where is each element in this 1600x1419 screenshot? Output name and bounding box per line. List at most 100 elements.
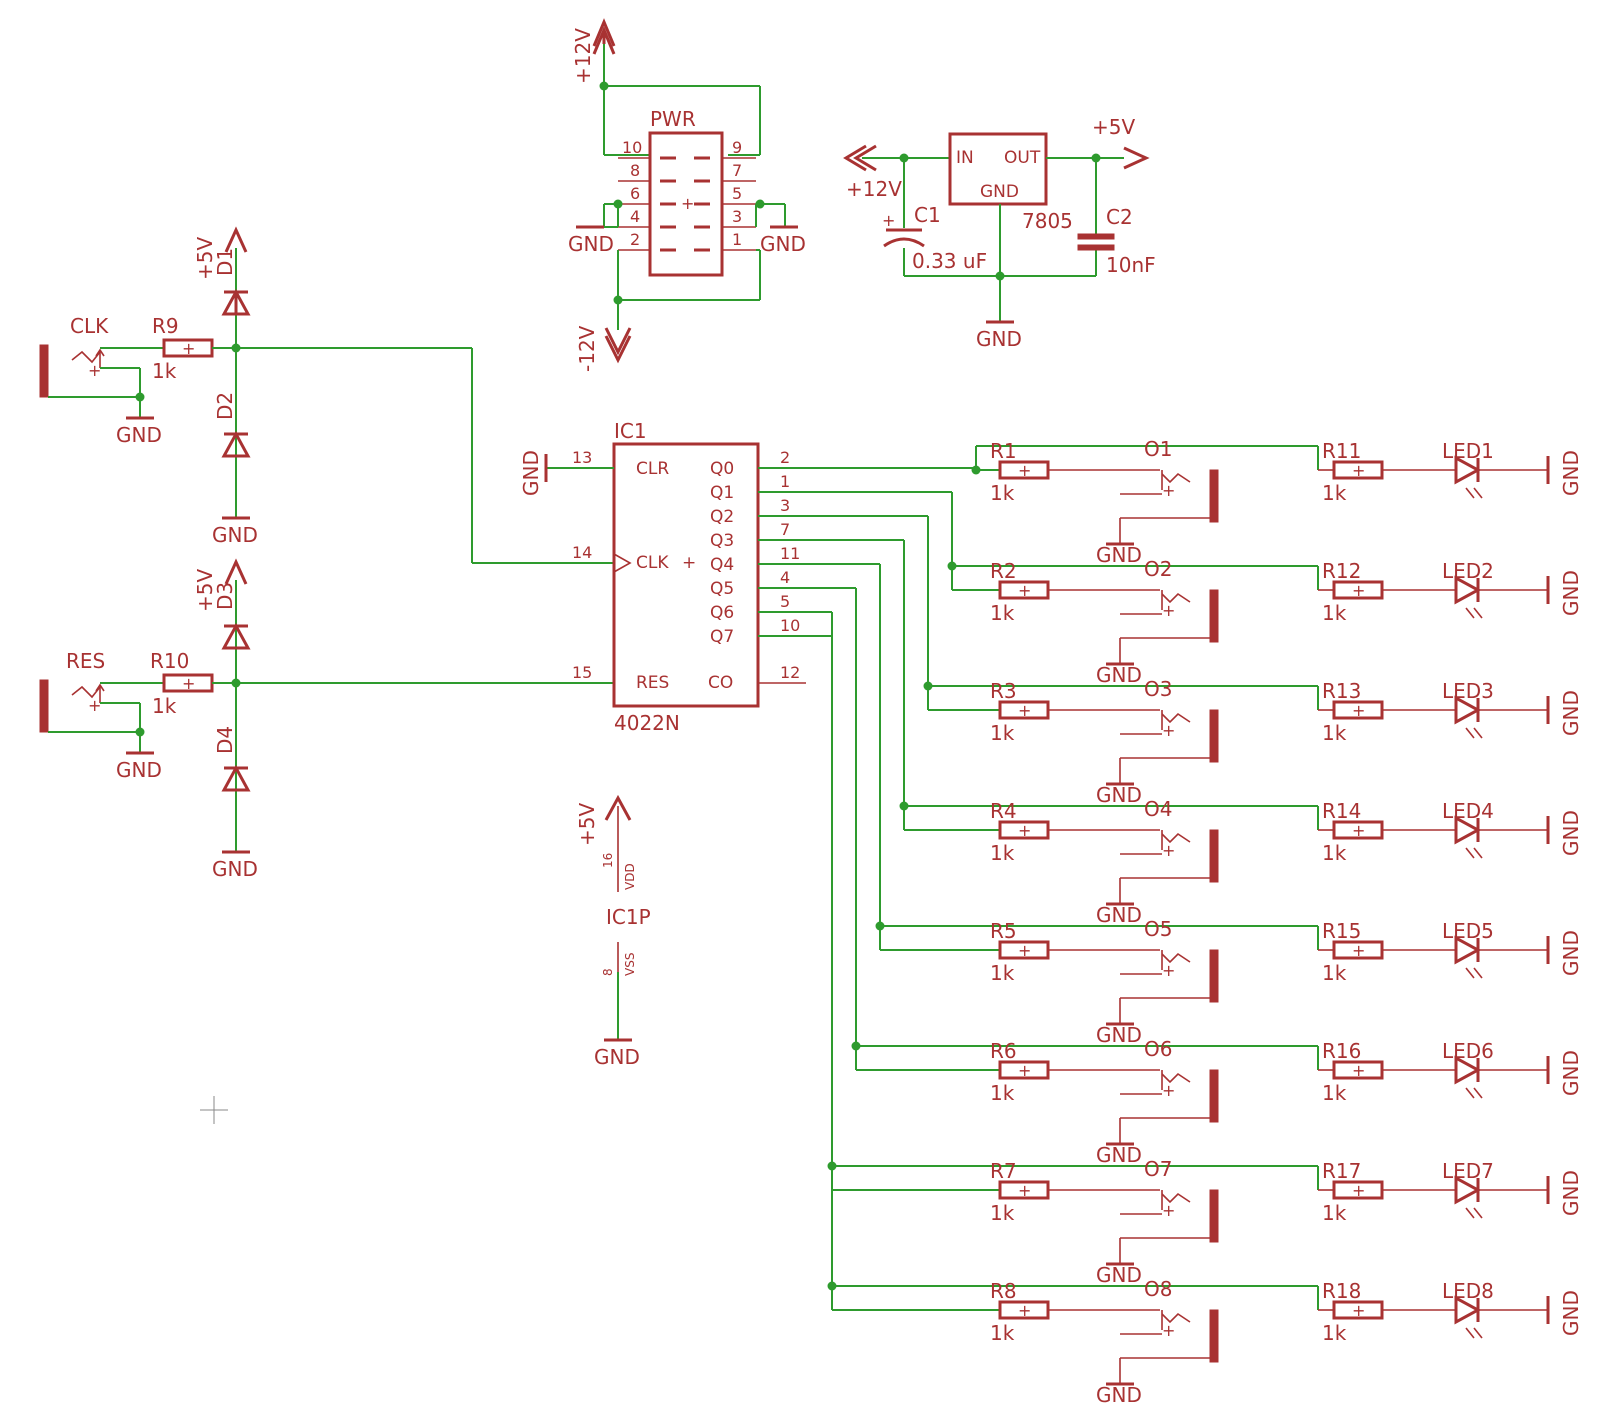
led-resistor-name: R11 — [1322, 439, 1361, 463]
ic1-pin-5: 5 — [780, 592, 790, 611]
led-gnd-label: GND — [1559, 930, 1583, 976]
c1-value: 0.33 uF — [912, 249, 987, 273]
pwr-pin-leads — [618, 157, 756, 251]
reg-pin-out: OUT — [1004, 148, 1041, 168]
led-resistor-name: R12 — [1322, 559, 1361, 583]
led-name: LED1 — [1442, 439, 1494, 463]
resistor-value: 1k — [990, 1201, 1015, 1225]
svg-text:+: + — [1352, 461, 1365, 480]
ic1p-vss-pin: 8 — [601, 968, 615, 976]
led-icon — [1454, 695, 1482, 725]
svg-text:+: + — [1162, 1081, 1175, 1100]
ic1-pin-10: 10 — [780, 616, 800, 635]
res-supply-label: +5V — [193, 569, 217, 612]
output-jack-o4-icon — [1209, 829, 1219, 883]
led-resistor-value: 1k — [1322, 481, 1347, 505]
led-resistor-name: R13 — [1322, 679, 1361, 703]
ic1-pin-q4: Q4 — [710, 555, 734, 575]
ic1p-gnd-label: GND — [594, 1045, 640, 1069]
ic1-pin-q0: Q0 — [710, 459, 734, 479]
svg-text:+: + — [88, 696, 101, 715]
resistor-name: R1 — [990, 439, 1017, 463]
svg-text:+: + — [1018, 821, 1031, 840]
ic1-pin-co: CO — [708, 673, 733, 693]
jack-name: O6 — [1144, 1037, 1172, 1061]
led-gnd-label: GND — [1559, 1170, 1583, 1216]
resistor-name: R2 — [990, 559, 1017, 583]
pwr-connector-name: PWR — [650, 107, 696, 131]
pwr-pin-2: 2 — [630, 230, 640, 249]
led-name: LED8 — [1442, 1279, 1494, 1303]
svg-text:+: + — [88, 361, 101, 380]
led-name: LED5 — [1442, 919, 1494, 943]
led-gnd-label: GND — [1559, 1290, 1583, 1336]
pwr-pin-3: 3 — [732, 207, 742, 226]
pwr-gnd-right-label: GND — [760, 232, 806, 256]
ic1-pin-q7: Q7 — [710, 627, 734, 647]
led-resistor-value: 1k — [1322, 601, 1347, 625]
reg-pin-in: IN — [956, 148, 974, 168]
regulator-section: +12V IN OUT GND 7805 +5V + C1 0.33 uF C — [843, 115, 1156, 351]
c2-capacitor — [1077, 233, 1115, 251]
svg-text:+: + — [1352, 1061, 1365, 1080]
ic1-pin-4: 4 — [780, 568, 790, 587]
resistor-name: R3 — [990, 679, 1017, 703]
output-jack-o2-icon — [1209, 589, 1219, 643]
output-jack-o1-icon — [1209, 469, 1219, 523]
svg-text:+: + — [1352, 941, 1365, 960]
d1-name: D1 — [213, 248, 237, 276]
led-icon — [1454, 815, 1482, 845]
clk-diode-gnd-label: GND — [212, 523, 258, 547]
resistor-name: R8 — [990, 1279, 1017, 1303]
jack-contact-icon — [1161, 1312, 1191, 1324]
jack-gnd-label: GND — [1096, 663, 1142, 687]
svg-text:+: + — [1018, 1061, 1031, 1080]
led-icon — [1454, 935, 1482, 965]
ic1-pin-clk: CLK — [636, 553, 669, 573]
ic1p-vss-name: VSS — [623, 953, 637, 976]
led-gnd-label: GND — [1559, 690, 1583, 736]
clk-plus5v-arrow-icon — [224, 226, 248, 253]
r10-name: R10 — [150, 649, 189, 673]
jack-name: O5 — [1144, 917, 1172, 941]
minus12v-label: -12V — [575, 325, 599, 372]
res-plus5v-arrow-icon — [224, 558, 248, 585]
svg-text:+: + — [682, 553, 696, 573]
pwr-pin-8: 8 — [630, 161, 640, 180]
resistor-value: 1k — [990, 1321, 1015, 1345]
led-gnd-label: GND — [1559, 810, 1583, 856]
ic1-pin-12: 12 — [780, 663, 800, 682]
d3-name: D3 — [213, 582, 237, 610]
clk-input-section: CLK + GND + R9 1k +5V D1 — [39, 226, 614, 564]
d4-name: D4 — [213, 726, 237, 754]
svg-text:+: + — [1352, 701, 1365, 720]
ic1-pin-13: 13 — [572, 448, 592, 467]
led-resistor-value: 1k — [1322, 1321, 1347, 1345]
ic1p-vdd-pin: 16 — [601, 853, 615, 868]
regulator-body — [948, 132, 1048, 206]
d2-name: D2 — [213, 392, 237, 420]
ic1-pin-clr: CLR — [636, 459, 669, 479]
pwr-header-pads: + — [660, 156, 710, 252]
ic1-name: IC1 — [614, 419, 647, 443]
svg-text:+: + — [1018, 701, 1031, 720]
output-jack-o7-icon — [1209, 1189, 1219, 1243]
plus5v-arrow-icon — [1123, 146, 1150, 170]
svg-text:+: + — [182, 674, 195, 693]
reg-part-name: 7805 — [1022, 209, 1073, 233]
jack-name: O7 — [1144, 1157, 1172, 1181]
pwr-pin-6: 6 — [630, 184, 640, 203]
svg-text:+: + — [1162, 601, 1175, 620]
ic1p-vdd-name: VDD — [623, 863, 637, 890]
ic1-pin-2: 2 — [780, 448, 790, 467]
led-resistor-value: 1k — [1322, 1201, 1347, 1225]
svg-text:+: + — [1162, 1321, 1175, 1340]
resistor-name: R4 — [990, 799, 1017, 823]
svg-text:+: + — [1162, 481, 1175, 500]
jack-name: O3 — [1144, 677, 1172, 701]
resistor-value: 1k — [990, 721, 1015, 745]
